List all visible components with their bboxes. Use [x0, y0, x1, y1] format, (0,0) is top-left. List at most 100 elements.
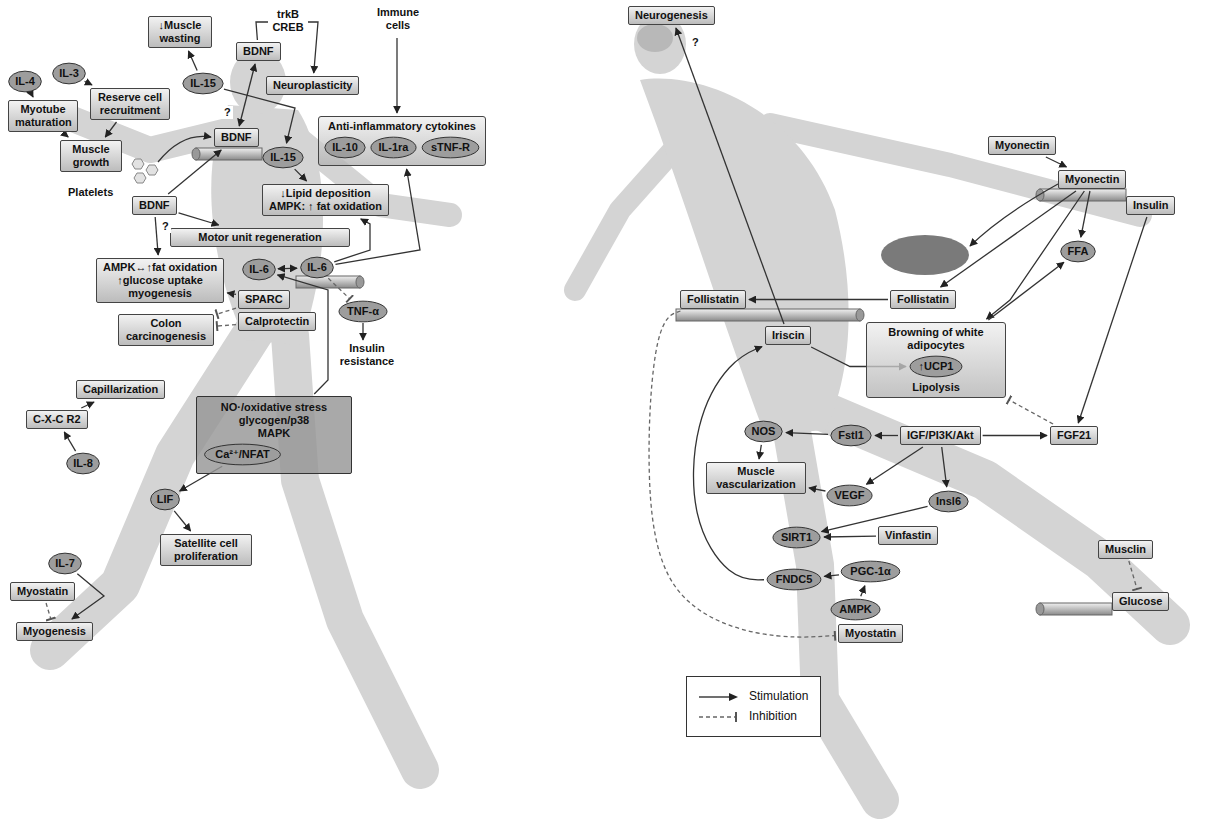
muscle-fiber-end	[856, 309, 864, 321]
node-label: Insl6	[936, 495, 961, 508]
oval-outline	[339, 301, 387, 322]
stimulation-arrow	[1046, 157, 1067, 167]
legend-row: Stimulation	[697, 690, 808, 703]
node-label: Colon carcinogenesis	[125, 317, 207, 343]
platelet	[134, 173, 146, 183]
muscle-fiber	[196, 148, 262, 160]
process-box: Myonectin	[1058, 170, 1126, 189]
node-group: IL-10IL-1rasTNF-R	[324, 136, 480, 159]
molecule-oval: IL-4	[8, 70, 42, 93]
muscle-fiber-end	[1036, 603, 1044, 615]
stimulation-arrow	[227, 293, 236, 295]
node-label: FGF21	[1057, 429, 1091, 442]
stimulation-head	[729, 693, 738, 701]
group-box: Browning of white adipocytes↑UCP1Lipolys…	[866, 322, 1006, 398]
molecule-oval: Fstl1	[830, 424, 872, 447]
process-box: BDNF	[214, 128, 259, 147]
process-box: Neurogenesis	[628, 6, 715, 25]
legend-label: Stimulation	[749, 690, 808, 703]
node-label: NO·/oxidative stress	[203, 401, 345, 414]
oval-outline	[1061, 241, 1096, 262]
node-label: Fstl1	[838, 429, 864, 442]
molecule-oval: IL-8	[66, 452, 100, 475]
front-leg	[820, 410, 1170, 625]
node-label: IL-1ra	[379, 141, 409, 154]
node-label: Neuroplasticity	[273, 79, 352, 92]
oval-outline	[745, 421, 782, 442]
molecule-oval: LIF	[150, 488, 180, 511]
muscle-fiber	[676, 309, 860, 321]
liver-arrow	[970, 184, 1058, 246]
molecule-oval: ↑UCP1	[909, 355, 963, 378]
annotation-label: ?	[222, 106, 233, 119]
process-box: Vinfastin	[878, 526, 938, 545]
node-label: Anti-inflammatory cytokines	[324, 120, 480, 133]
process-box: Neuroplasticity	[266, 76, 359, 95]
stimulation-arrow	[85, 81, 92, 85]
stimulation-arrow	[786, 433, 828, 435]
node-label: FFA	[1068, 245, 1089, 258]
node-label: Muscle growth	[67, 143, 115, 169]
muscle-fiber-end	[356, 276, 364, 288]
node-group: ↑UCP1	[872, 355, 1000, 378]
molecule-oval: IL-6	[242, 258, 276, 281]
stimulation-arrow	[81, 402, 94, 408]
process-box: FGF21	[1050, 426, 1098, 445]
annotation-label: ?	[160, 220, 171, 233]
oval-outline	[67, 453, 100, 474]
oval-outline	[151, 489, 180, 510]
molecule-oval: FFA	[1060, 240, 1096, 263]
oval-outline	[422, 137, 479, 158]
node-label: IL-15	[190, 77, 216, 90]
platelet-arrow	[158, 136, 211, 162]
stimulation-arrow	[32, 94, 33, 97]
molecule-oval: FNDC5	[766, 568, 822, 591]
oval-outline	[773, 527, 820, 548]
node-label: ↑UCP1	[919, 360, 954, 373]
edge-group	[32, 22, 1147, 637]
process-box: Iriscin	[765, 326, 811, 345]
muscle-fiber-end	[192, 148, 200, 160]
inhibition-line	[328, 278, 349, 298]
stimulation-arrow	[824, 575, 839, 577]
inhibition-line	[217, 325, 236, 326]
stimulation-arrow	[64, 432, 75, 451]
molecule-oval: IL-6	[300, 256, 334, 279]
process-box: Glucose	[1112, 592, 1169, 611]
node-label: Glucose	[1119, 595, 1162, 608]
oval-outline	[183, 73, 223, 94]
inhibition-line	[1009, 400, 1053, 424]
inhibition-line	[46, 603, 51, 619]
node-label: ↓Lipid deposition	[269, 187, 382, 200]
stimulation-arrow	[155, 217, 158, 255]
node-label: Insulin	[1133, 199, 1168, 212]
inhibition-line	[217, 308, 236, 314]
process-box: Calprotectin	[238, 312, 316, 331]
stimulation-arrow	[65, 134, 69, 137]
process-box: Capillarization	[76, 380, 165, 399]
node-label: C-X-C R2	[33, 413, 81, 426]
front-leg	[50, 330, 255, 650]
group-box: Anti-inflammatory cytokinesIL-10IL-1rasT…	[318, 116, 486, 166]
platelet	[132, 159, 144, 169]
molecule-oval: IL-1ra	[370, 136, 417, 159]
node-label: AMPK	[839, 603, 871, 616]
node-label: IL-6	[249, 263, 269, 276]
node-label: Ca²⁺/NFAT	[215, 448, 270, 461]
process-box: Musclin	[1098, 540, 1153, 559]
molecule-oval: TNF-α	[338, 300, 388, 323]
node-label: SIRT1	[781, 531, 812, 544]
stimulation-arrow	[174, 511, 190, 531]
node-label: IL-6	[307, 261, 327, 274]
node-label: Myonectin	[1065, 173, 1119, 186]
stimulation-arrow	[295, 169, 307, 181]
platelets-icon	[132, 159, 158, 183]
node-label: AMPK↔↑fat oxidation	[103, 261, 217, 274]
process-box: Follistatin	[890, 290, 956, 309]
molecule-oval: IL-10	[324, 136, 366, 159]
process-box: Myogenesis	[16, 622, 93, 641]
node-label: ↑glucose uptake	[103, 274, 217, 287]
process-box: Insulin	[1126, 196, 1175, 215]
node-label: IL-3	[59, 67, 79, 80]
